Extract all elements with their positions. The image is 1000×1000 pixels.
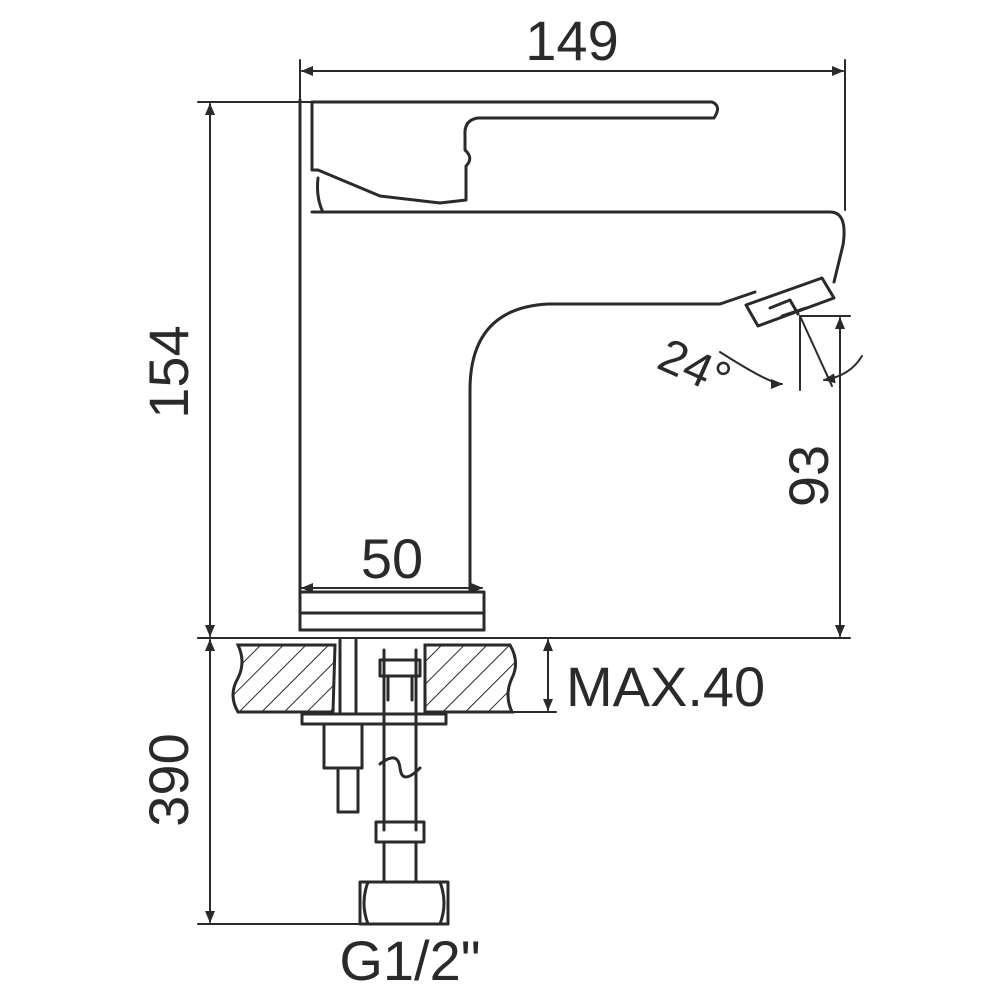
aerator [744, 276, 836, 328]
dimension-154-label: 154 [137, 325, 200, 418]
dimension-390: 390 [137, 639, 361, 925]
dimension-149-label: 149 [525, 9, 618, 72]
countertop-section [231, 643, 517, 714]
lever-handle [310, 100, 719, 212]
mounting-hardware [300, 638, 448, 814]
dimension-93-label: 93 [777, 445, 840, 507]
dimension-angle: 24° [650, 315, 863, 407]
dimension-50: 50 [301, 527, 483, 593]
thread-size-label: G1/2" [339, 929, 480, 992]
dimension-max-40: MAX.40 [511, 639, 765, 718]
dimension-angle-label: 24° [650, 329, 738, 407]
dimension-149: 149 [299, 9, 846, 211]
dimension-50-label: 50 [361, 527, 423, 590]
dimension-93: 93 [777, 315, 851, 637]
supply-hose [358, 648, 450, 926]
dimension-390-label: 390 [137, 733, 200, 826]
faucet-body [298, 98, 846, 632]
dimension-154: 154 [137, 101, 313, 639]
dimension-max-40-label: MAX.40 [566, 655, 765, 718]
